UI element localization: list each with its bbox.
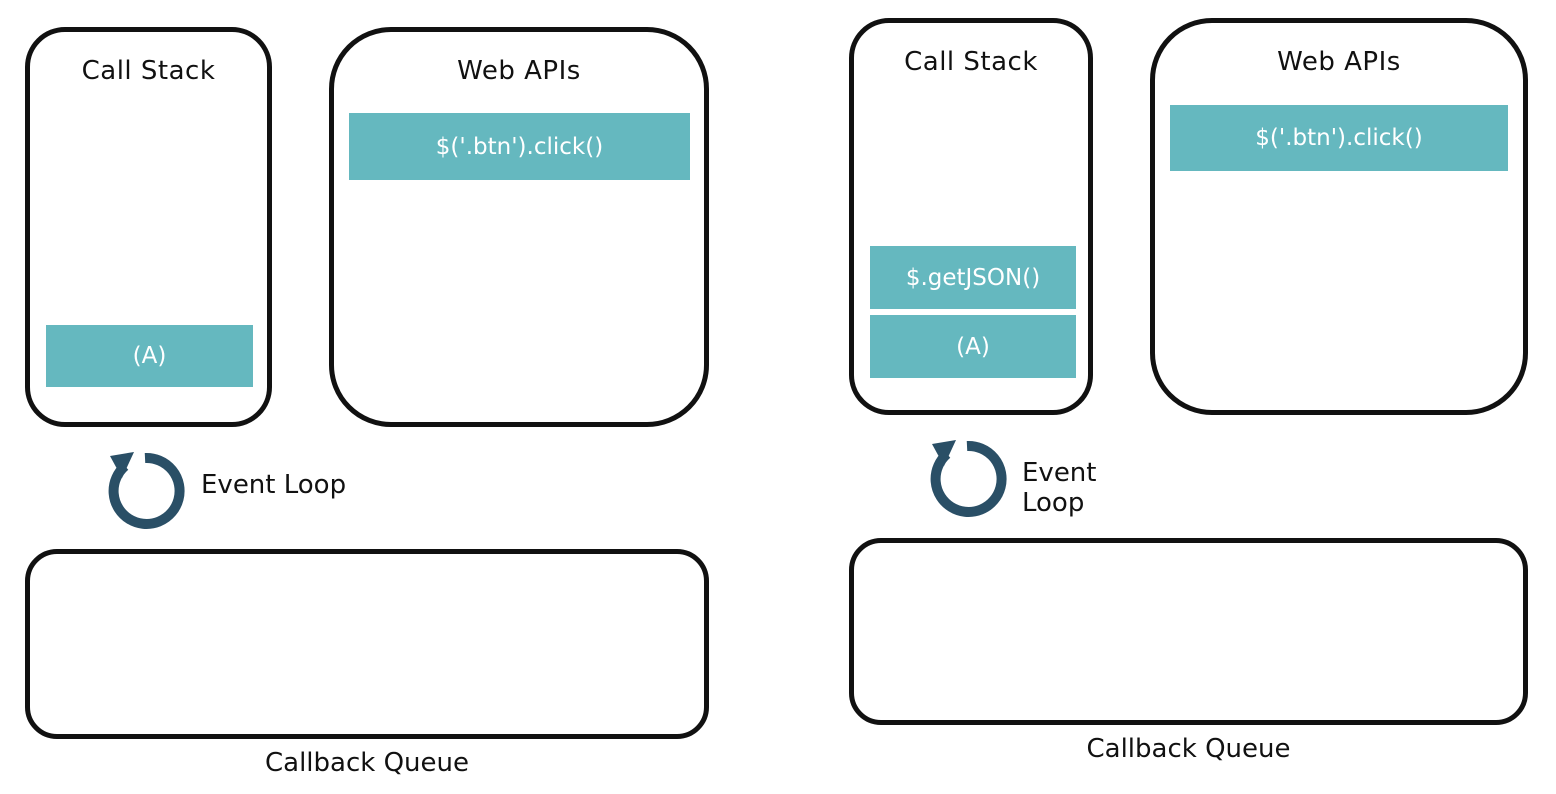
web-api-item: $('.btn').click()	[1170, 105, 1508, 171]
callback-queue-label: Callback Queue	[1086, 734, 1291, 764]
circular-arrow-icon	[930, 440, 1007, 517]
callback-queue-box	[25, 549, 709, 739]
callback-queue-box	[849, 538, 1528, 725]
stack-frame: (A)	[46, 325, 253, 387]
call-stack-title: Call Stack	[81, 56, 216, 86]
call-stack-title: Call Stack	[904, 47, 1038, 77]
call-stack-box: Call Stack $.getJSON() (A)	[849, 18, 1093, 415]
event-loop-label: Event Loop	[201, 470, 347, 500]
stack-frame: $.getJSON()	[870, 246, 1076, 309]
web-apis-box: Web APIs $('.btn').click()	[1150, 18, 1528, 415]
web-apis-box: Web APIs $('.btn').click()	[329, 27, 709, 427]
diagram-panel-left: Call Stack (A) Web APIs $('.btn').click(…	[0, 0, 760, 794]
circular-arrow-icon	[108, 452, 185, 529]
web-apis-title: Web APIs	[1277, 47, 1401, 77]
event-loop-label: Event Loop	[1022, 458, 1097, 518]
web-api-item: $('.btn').click()	[349, 113, 690, 180]
web-apis-title: Web APIs	[457, 56, 581, 86]
callback-queue-label: Callback Queue	[264, 748, 469, 778]
call-stack-box: Call Stack (A)	[25, 27, 272, 427]
stack-frame: (A)	[870, 315, 1076, 378]
